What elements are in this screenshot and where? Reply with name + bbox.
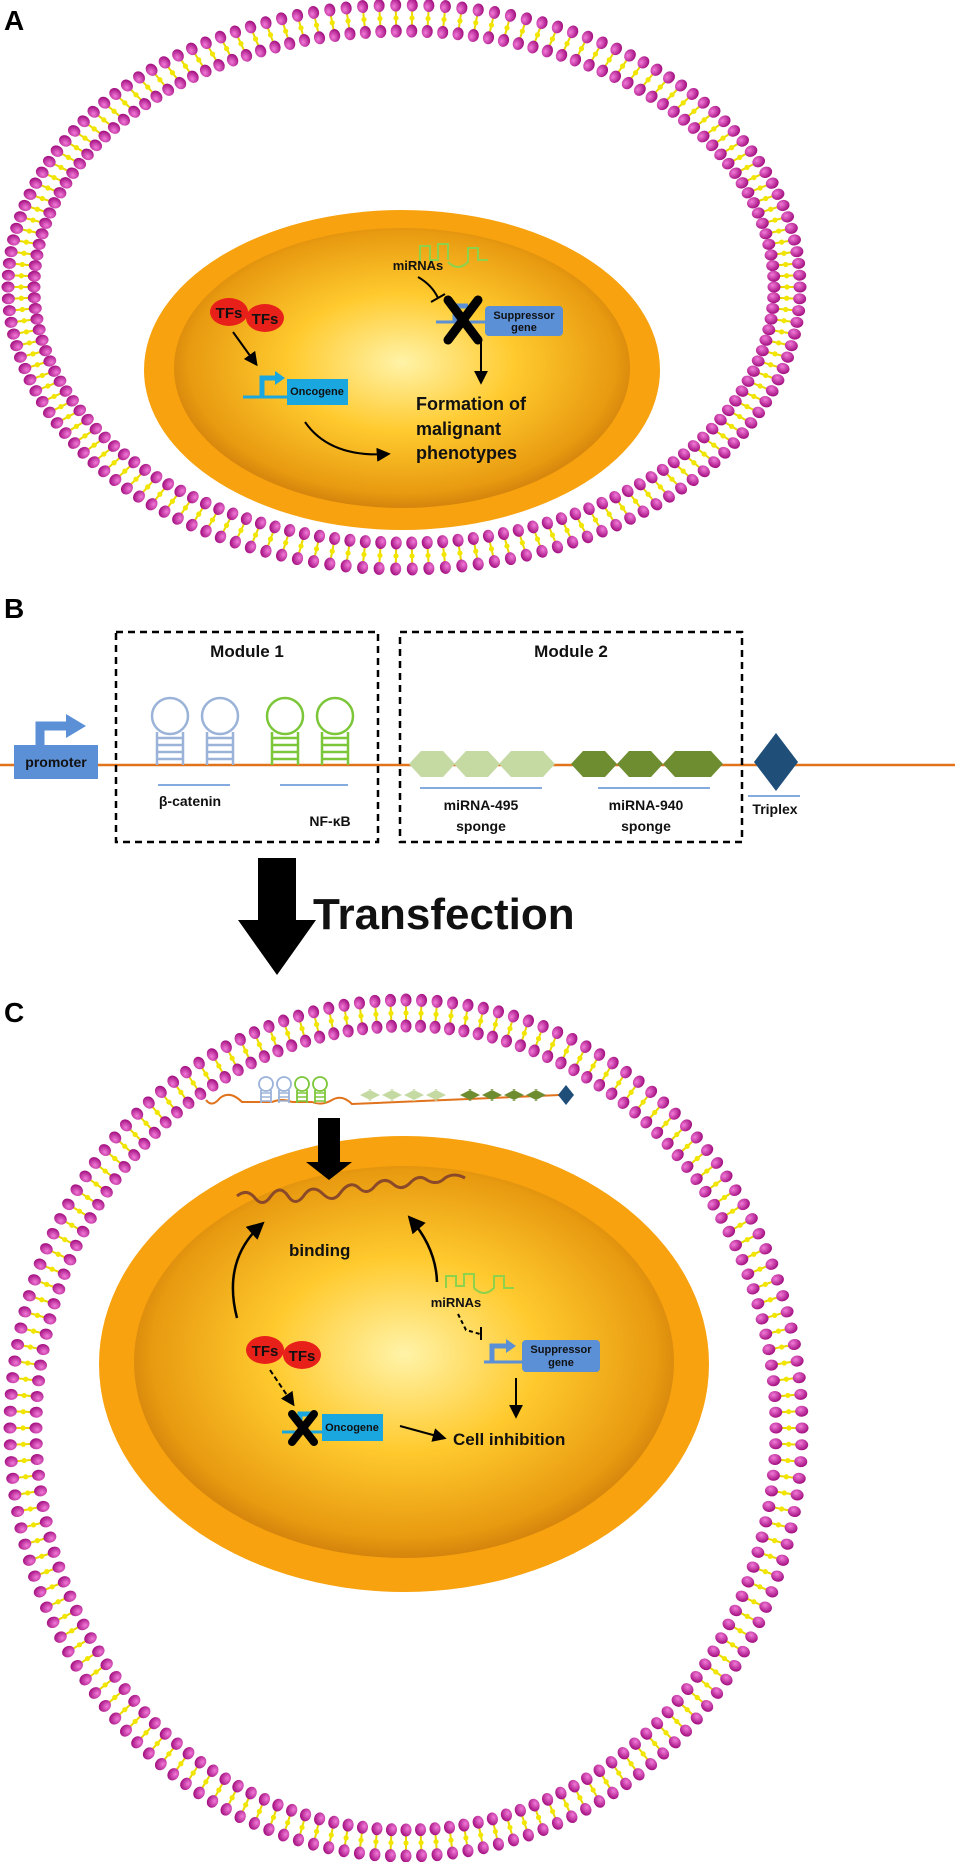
module2-title: Module 2 [534,642,608,661]
tf-bubble-a2: TFs [246,304,284,332]
mirna-inhibit-line-a [417,276,439,299]
nfkb-label: NF-κB [309,813,350,829]
svg-text:TFs: TFs [252,1343,279,1360]
block-x-icon-a [443,295,483,345]
mirnas-label-a: miRNAs [393,258,444,273]
mirna940-label-line2: sponge [621,818,671,834]
nucleus-a [144,210,660,530]
sponge-group-b [409,751,723,777]
svg-text:gene: gene [548,1357,574,1369]
triplex-diamond [754,733,798,791]
cell-membrane-a [1,0,807,576]
mirna940-label-line1: miRNA-940 [609,797,684,813]
oncogene-a: Oncogene [243,371,348,405]
construct-rna-c [205,1076,574,1106]
oncogene-to-inhibition-arrow-c [399,1425,447,1442]
cell-membrane-c [3,993,809,1862]
panel-b-letter: B [4,593,24,624]
nucleus-c [99,1136,709,1592]
transfection-label: Transfection [313,890,575,939]
triplex-label: Triplex [752,801,797,817]
oncogene-to-outcome-arrow-a [304,421,391,462]
outcome-line3-a: phenotypes [416,443,517,463]
tf-to-oncogene-arrow-a [232,331,258,367]
mirna-inhibit-line-c [457,1313,481,1335]
svg-text:Oncogene: Oncogene [290,386,344,398]
svg-text:TFs: TFs [216,305,243,322]
tf-bubble-c2: TFs [283,1341,321,1369]
svg-text:promoter: promoter [25,754,87,770]
binding-label: binding [289,1241,350,1260]
tf-bubble-c1: TFs [246,1336,284,1364]
cell-inhibition-label: Cell inhibition [453,1430,565,1449]
svg-text:gene: gene [511,322,537,334]
mirna-strand-c [445,1273,514,1294]
mirna-binding-arrow-c [407,1215,439,1283]
module2-box [398,630,744,844]
panel-c-letter: C [4,997,24,1028]
outcome-line2-a: malignant [416,419,501,439]
outcome-line1-a: Formation of [416,394,527,414]
transfection-arrow [238,858,316,975]
promoter-block: promoter [14,714,98,779]
mirnas-label-c: miRNAs [431,1295,482,1310]
panel-a-letter: A [4,5,24,36]
svg-text:TFs: TFs [252,311,279,328]
suppressor-gene-a: Suppressor gene [436,303,563,336]
beta-catenin-label: β-catenin [159,793,221,809]
block-x-icon-c [288,1410,318,1446]
suppressor-gene-c: Suppressor gene [484,1339,600,1372]
mirna-inhibit-bar-a [430,293,446,303]
tf-bubble-a1: TFs [210,298,248,326]
module1-box [114,630,380,844]
mirna-strand-a [419,243,488,268]
hairpin-group-b [150,696,355,765]
mirna495-label-line1: miRNA-495 [444,797,519,813]
module1-title: Module 1 [210,642,284,661]
svg-text:Suppressor: Suppressor [493,310,555,322]
tf-binding-arrow-c [231,1221,265,1319]
svg-text:Oncogene: Oncogene [325,1422,379,1434]
svg-text:Suppressor: Suppressor [530,1344,592,1356]
svg-text:TFs: TFs [289,1348,316,1365]
mirna495-label-line2: sponge [456,818,506,834]
tf-to-oncogene-arrow-c [269,1369,295,1407]
bound-rna-strand-c [236,1173,466,1204]
entry-arrow-c [306,1118,352,1180]
